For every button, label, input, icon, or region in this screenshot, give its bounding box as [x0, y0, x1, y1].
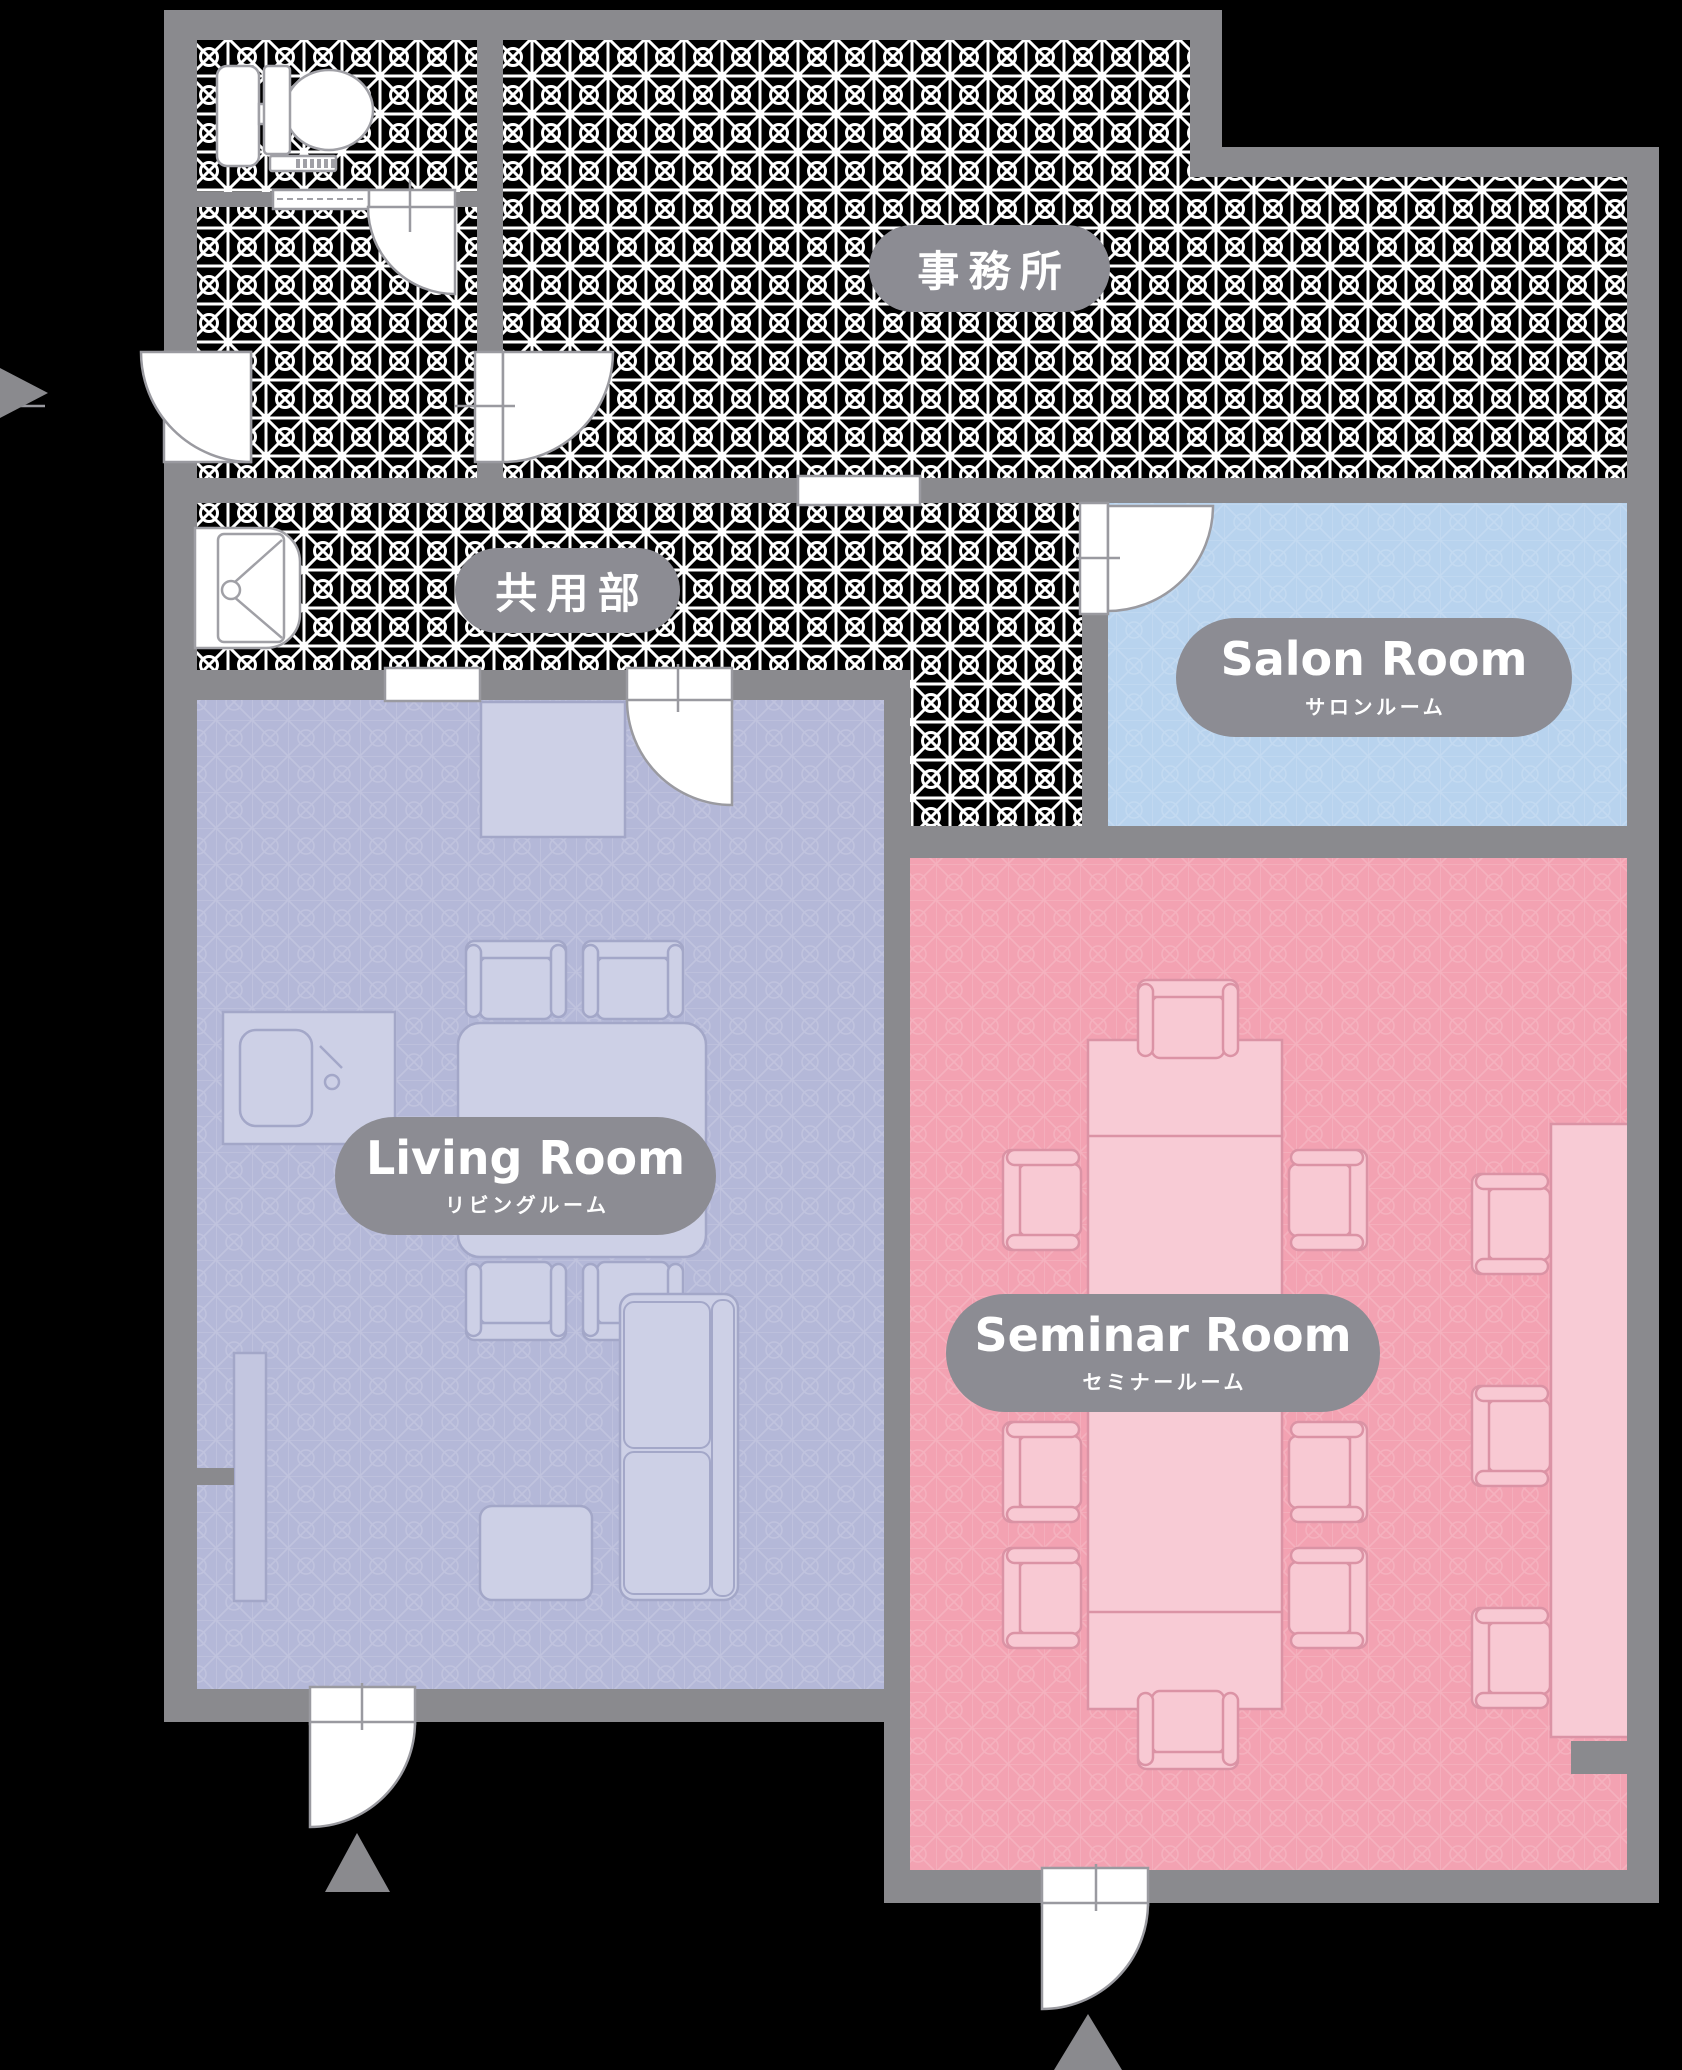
- wall: [415, 1689, 910, 1722]
- armchair: [1001, 1420, 1083, 1524]
- wall: [197, 670, 385, 700]
- common-area-label-text: 共用部: [495, 569, 649, 618]
- armchair: [1470, 1606, 1552, 1710]
- living-entrance-swing: [308, 1720, 417, 1829]
- door-jamb-marks: [0, 180, 1120, 1911]
- wall: [197, 478, 798, 503]
- wall: [455, 192, 477, 207]
- corridor-living-opening: [383, 666, 482, 703]
- common-pocket: [910, 670, 1082, 826]
- wall: [164, 1689, 310, 1722]
- walls: [164, 10, 1659, 1903]
- salon-room-name-ja: サロンルーム: [1305, 694, 1447, 719]
- wall: [197, 192, 273, 207]
- hall-door-swing: [366, 205, 457, 296]
- living-door-swing: [625, 698, 734, 807]
- shower: [193, 526, 302, 650]
- wall: [884, 1870, 1042, 1903]
- armchair: [1287, 1148, 1369, 1252]
- armchair: [1136, 978, 1240, 1060]
- wall: [920, 478, 1627, 503]
- side-table: [478, 1504, 594, 1602]
- seminar-entrance-swing: [1040, 1901, 1150, 2011]
- armchair: [464, 939, 568, 1021]
- kitchen-sink: [221, 1010, 397, 1146]
- sanitary-fixtures: [193, 64, 375, 650]
- wall: [1627, 147, 1659, 1903]
- wall: [884, 826, 1659, 858]
- living-south-entrance-arrow: [325, 1833, 390, 1892]
- armchair: [1470, 1172, 1552, 1276]
- armchair: [1136, 1689, 1240, 1771]
- wall-stub: [1571, 1741, 1659, 1774]
- armchair: [1287, 1546, 1369, 1650]
- wall: [1190, 147, 1659, 177]
- common-area-label: 共用部: [455, 548, 680, 633]
- armchair: [464, 1260, 568, 1342]
- office-label: 事務所: [869, 225, 1110, 312]
- wall: [1082, 614, 1108, 826]
- wall: [164, 10, 197, 352]
- armchair: [581, 939, 685, 1021]
- wall: [477, 40, 503, 352]
- sofa: [618, 1292, 740, 1602]
- wall: [480, 670, 627, 700]
- salon-room-name-en: Salon Room: [1220, 632, 1528, 687]
- armchair: [1287, 1420, 1369, 1524]
- entrance-door-swing: [139, 350, 253, 464]
- salon-room-label: Salon Room サロンルーム: [1176, 618, 1572, 737]
- wall: [164, 460, 197, 1722]
- living-room-name-en: Living Room: [365, 1130, 686, 1185]
- living-door-opening: [625, 666, 734, 703]
- office-door-swing: [501, 350, 615, 464]
- wall: [1148, 1870, 1659, 1903]
- entrance-arrows: [0, 368, 1122, 2070]
- kitchen-counter: [479, 700, 627, 839]
- wall: [164, 10, 1222, 40]
- tv: [197, 1351, 268, 1603]
- seminar-room-name-ja: セミナールーム: [1082, 1370, 1248, 1395]
- seminar-room-label: Seminar Room セミナールーム: [946, 1294, 1380, 1412]
- seminar-south-entrance-arrow: [1054, 2014, 1122, 2070]
- toilet: [215, 64, 375, 173]
- armchair: [1001, 1148, 1083, 1252]
- armchair: [1470, 1384, 1552, 1488]
- office-corridor-opening: [796, 474, 922, 507]
- armchair: [1001, 1546, 1083, 1650]
- office-label-text: 事務所: [917, 247, 1071, 296]
- seminar-room-name-en: Seminar Room: [974, 1307, 1352, 1362]
- wall: [732, 670, 910, 700]
- west-entrance-arrow: [0, 368, 48, 418]
- living-room-name-ja: リビングルーム: [444, 1193, 610, 1218]
- living-room-label: Living Room リビングルーム: [335, 1117, 716, 1235]
- salon-door-swing: [1106, 504, 1215, 613]
- office-area-east: [1190, 177, 1627, 478]
